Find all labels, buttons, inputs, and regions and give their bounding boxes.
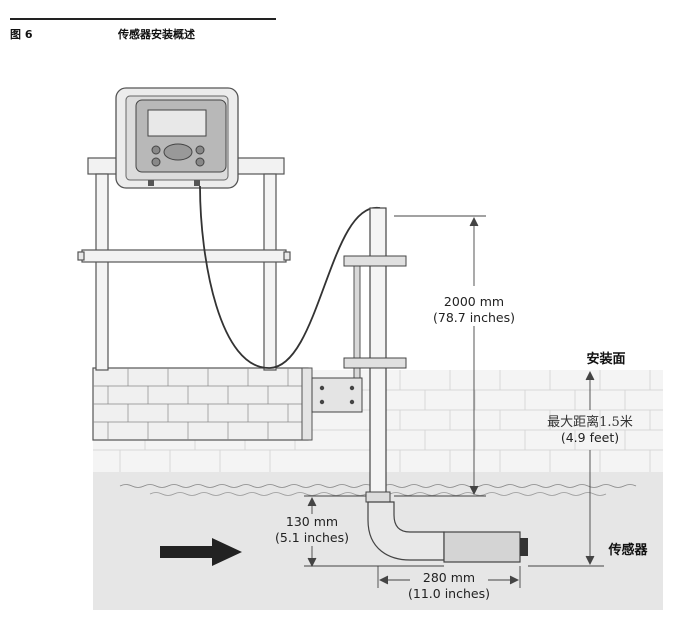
controller bbox=[115, 87, 239, 189]
max-distance-dimension bbox=[528, 370, 604, 567]
height-dimension-value: 2000 mm bbox=[444, 294, 504, 309]
height-dimension bbox=[394, 215, 486, 497]
depth-dimension bbox=[304, 495, 444, 568]
figure-title: 传感器安装概述 bbox=[118, 28, 195, 41]
offset-dimension-value: 280 mm bbox=[423, 570, 475, 585]
offset-dimension bbox=[377, 566, 521, 588]
depth-dimension-value: 130 mm bbox=[286, 514, 338, 529]
max-distance-imperial: (4.9 feet) bbox=[561, 430, 619, 445]
mounting-ledge bbox=[92, 367, 313, 441]
offset-dimension-imperial: (11.0 inches) bbox=[408, 586, 490, 601]
flow-direction-arrow bbox=[160, 538, 242, 566]
mounting-surface-label: 安装面 bbox=[586, 351, 625, 367]
max-distance-label: 最大距离1.5米 bbox=[547, 414, 633, 430]
sensor-cable bbox=[199, 185, 381, 369]
figure-number: 图 6 bbox=[10, 28, 33, 41]
header-rule bbox=[10, 18, 276, 20]
sensor-pole bbox=[311, 207, 528, 563]
railing bbox=[77, 157, 291, 371]
depth-dimension-imperial: (5.1 inches) bbox=[275, 530, 349, 545]
sensor-label: 传感器 bbox=[607, 542, 648, 558]
height-dimension-imperial: (78.7 inches) bbox=[433, 310, 515, 325]
